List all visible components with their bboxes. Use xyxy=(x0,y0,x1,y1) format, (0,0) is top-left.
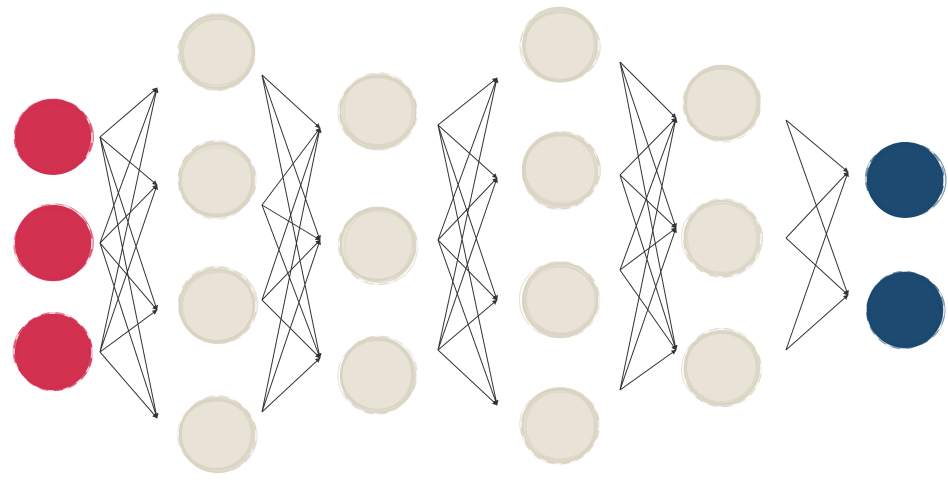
connection-arrow xyxy=(99,136,158,186)
input-neuron xyxy=(12,311,93,392)
connection-arrow xyxy=(99,136,158,311)
neurons xyxy=(12,5,947,475)
hidden-neuron xyxy=(337,335,418,415)
connection-arrow xyxy=(99,87,159,353)
output-neuron xyxy=(864,140,947,220)
connection-arrow xyxy=(99,184,158,244)
connection-arrow xyxy=(99,136,159,419)
connection-arrow xyxy=(261,74,321,129)
connection-arrow xyxy=(99,87,158,138)
connection-arrow xyxy=(261,204,321,241)
connection-arrow xyxy=(261,127,322,413)
connection-arrow xyxy=(619,227,677,391)
connection-arrow xyxy=(261,357,321,413)
hidden-neuron xyxy=(680,327,762,408)
connection-arrow xyxy=(437,349,498,406)
connection-arrow xyxy=(437,77,499,351)
connection-arrow xyxy=(785,119,849,296)
connection-arrow xyxy=(261,239,321,413)
hidden-neuron xyxy=(519,385,601,465)
connection-arrow xyxy=(619,227,677,271)
connection-arrow xyxy=(437,239,498,301)
connection-arrow xyxy=(619,174,677,229)
hidden-neuron xyxy=(337,72,418,152)
connection-arrow xyxy=(261,299,321,359)
hidden-neuron xyxy=(177,139,257,220)
hidden-neuron xyxy=(519,5,601,85)
connection-arrow xyxy=(785,237,849,296)
connection-arrow xyxy=(619,349,677,391)
hidden-neuron xyxy=(682,63,762,143)
input-neuron xyxy=(13,203,94,283)
hidden-neuron xyxy=(177,12,257,92)
hidden-neuron xyxy=(337,205,419,286)
connection-arrow xyxy=(619,174,678,351)
connection-arrow xyxy=(261,127,321,301)
connection-arrow xyxy=(785,171,849,351)
connection-arrow xyxy=(785,171,849,239)
hidden-neuron xyxy=(177,265,259,346)
connection-arrow xyxy=(619,117,678,391)
connection-arrow xyxy=(261,204,321,359)
connection-arrow xyxy=(437,77,498,241)
connection-arrow xyxy=(99,184,158,353)
hidden-neuron xyxy=(520,130,602,210)
connection-arrow xyxy=(99,351,158,419)
connection-arrow xyxy=(619,61,678,351)
connection-arrow xyxy=(99,87,158,244)
connection-arrow xyxy=(99,242,158,311)
connection-arrow xyxy=(785,294,849,351)
connection-arrow xyxy=(437,77,498,126)
connection-arrow xyxy=(437,177,498,351)
connection-arrow xyxy=(785,119,849,173)
input-neuron xyxy=(13,97,95,177)
connection-arrow xyxy=(619,61,677,119)
connection-arrow xyxy=(437,239,498,406)
connection-arrow xyxy=(619,117,677,271)
connection-arrow xyxy=(437,124,498,179)
output-neuron xyxy=(865,270,946,350)
connection-arrow xyxy=(437,299,498,351)
connection-arrow xyxy=(99,309,158,353)
connection-arrow xyxy=(261,127,321,206)
connection-arrow xyxy=(261,74,321,241)
hidden-neuron xyxy=(680,198,764,278)
connections xyxy=(99,61,849,419)
hidden-neuron xyxy=(177,395,258,475)
connection-arrow xyxy=(619,61,677,229)
connection-arrow xyxy=(437,177,498,241)
connection-arrow xyxy=(261,74,322,359)
hidden-neuron xyxy=(518,260,601,340)
connection-arrow xyxy=(619,117,677,176)
